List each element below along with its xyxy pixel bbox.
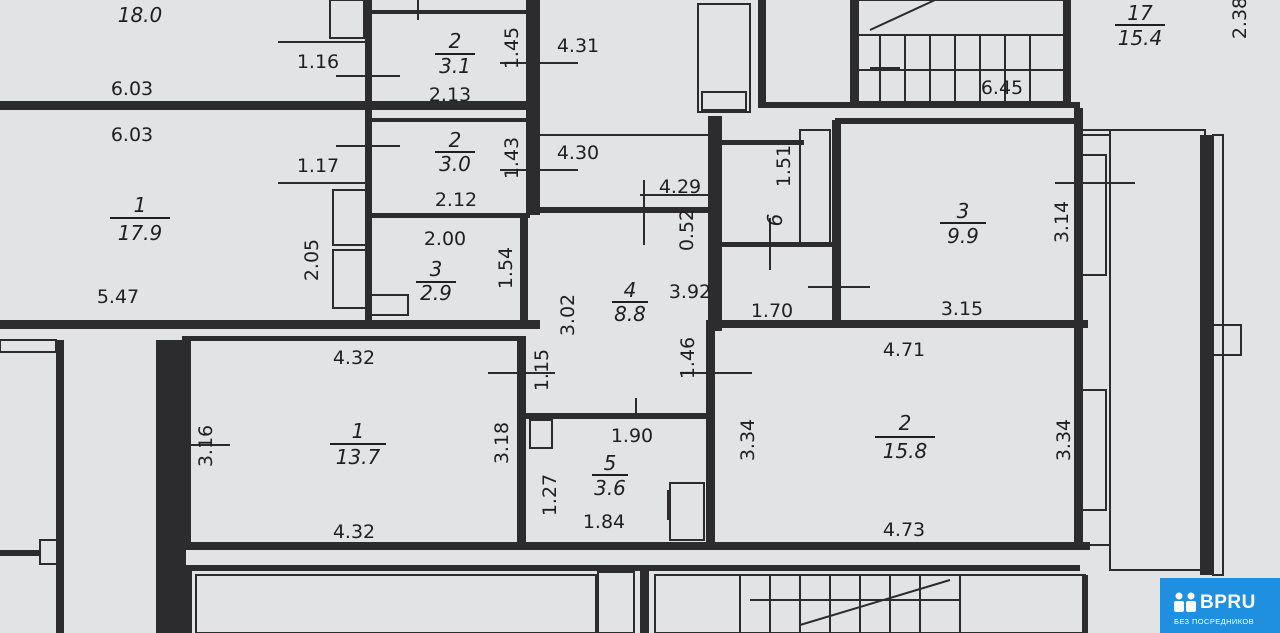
room-r3b: 3 9.9 [940,199,986,248]
dim-label: 1.27 [539,474,561,516]
fixtures [0,3,1242,633]
room-r2b: 2 3.0 [435,128,475,176]
dim-label: 4.32 [333,521,375,543]
dim-label: 3.34 [1053,419,1075,461]
room-r3a: 3 2.9 [416,257,456,305]
dim-label: 1.46 [677,337,699,379]
room-r1b: 1 13.7 [330,419,386,469]
dim-label: 1.45 [501,27,523,69]
dim-label: 4.32 [333,347,375,369]
dim-label: 6.03 [111,78,153,100]
dim-label: 2.12 [435,189,477,211]
badge-tagline: БЕЗ ПОСРЕДНИКОВ [1174,617,1255,626]
room-number: 3 [430,257,443,281]
room-r17: 17 15.4 [1115,1,1165,50]
dim-label: 1.70 [751,300,793,322]
dim-label: 2.38 [1229,0,1251,39]
room-area: 18.0 [118,3,163,27]
room-area: 9.9 [947,224,979,248]
staircase-top [857,0,1065,103]
room-number: 1 [352,419,365,443]
dim-label: 3.16 [195,425,217,467]
dim-label: 1.43 [501,137,523,179]
dim-label: 1.54 [495,247,517,289]
dim-label: 3.34 [737,419,759,461]
dimension-labels: 6.03 6.03 1.16 2.13 1.45 4.31 6.45 2.38 … [97,0,1251,543]
room-number: 1 [134,193,147,217]
dim-label: 4.73 [883,519,925,541]
room-number: 17 [1127,1,1153,25]
badge-brand: BPRU [1200,592,1256,613]
dim-label: 1.16 [297,51,339,73]
bpru-badge[interactable]: BPRU БЕЗ ПОСРЕДНИКОВ [1160,578,1280,633]
dim-label: 1.51 [773,145,795,187]
dim-label: 1.84 [583,511,625,533]
dimension-ticks [160,0,1135,520]
dim-label: 3.14 [1051,201,1073,243]
staircase-bottom [750,575,960,633]
dim-label: 4.71 [883,339,925,361]
dim-label: 6.45 [981,77,1023,99]
room-r4: 4 8.8 [612,278,648,326]
walls [0,0,1214,633]
vent-shafts [157,0,1107,633]
dim-label: 0.52 [676,209,698,251]
room-area: 3.6 [594,476,626,500]
room-area: 15.4 [1118,26,1163,50]
dim-label: 4.31 [557,35,599,57]
dim-label: 4.30 [557,142,599,164]
room-number: 5 [604,451,617,475]
room-area: 3.1 [439,54,471,78]
people-icon [1174,592,1196,612]
dim-label: 1.90 [611,425,653,447]
room-r1a: 1 17.9 [110,193,170,245]
room-r2c: 2 15.8 [875,411,935,463]
dim-label: 3.92 [669,281,711,303]
room-r6: 6 [763,214,787,227]
dim-label: 2.13 [429,84,471,106]
room-area: 13.7 [336,445,381,469]
room-area: 15.8 [883,439,928,463]
room-area: 2.9 [420,281,452,305]
dim-label: 3.18 [491,422,513,464]
room-r5: 5 3.6 [592,451,628,500]
room-number: 2 [449,128,462,152]
room-number: 2 [449,29,462,53]
room-area: 3.0 [439,152,471,176]
dim-label: 6.03 [111,124,153,146]
dim-label: 1.15 [531,349,553,391]
room-r18: 18.0 [118,3,163,27]
room-area: 17.9 [118,221,163,245]
room-number: 6 [763,214,787,227]
room-number: 4 [624,278,637,302]
dim-label: 3.02 [557,294,579,336]
room-number: 2 [899,411,912,435]
dim-label: 1.17 [297,155,339,177]
dim-label: 2.00 [424,228,466,250]
room-r2a: 2 3.1 [435,29,475,78]
room-number: 3 [957,199,970,223]
dim-label: 3.15 [941,298,983,320]
dim-label: 4.29 [659,176,701,198]
dim-label: 2.05 [301,239,323,281]
room-area: 8.8 [614,302,646,326]
dim-label: 5.47 [97,286,139,308]
